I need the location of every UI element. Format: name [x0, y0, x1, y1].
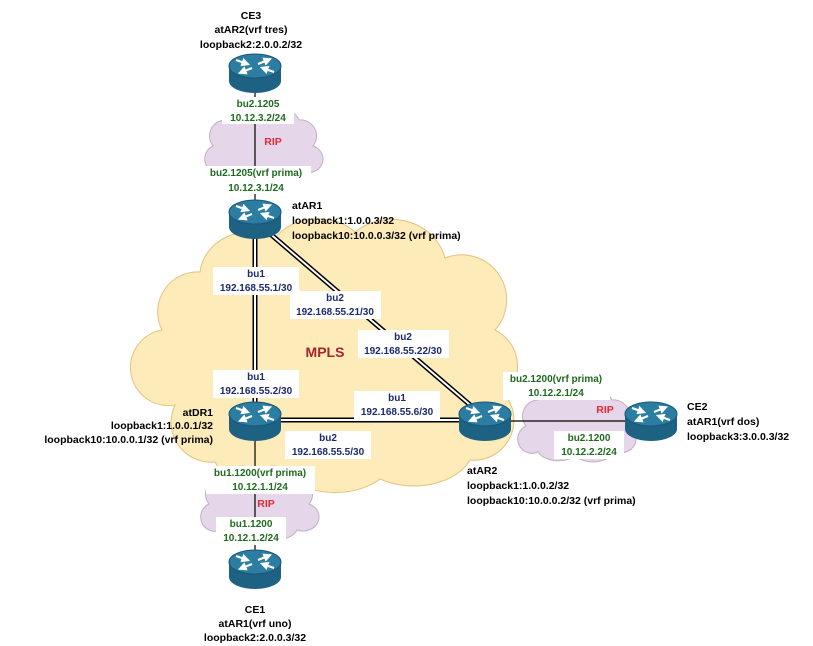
- label-bg: [201, 166, 311, 194]
- atdr1-line: loopback1:1.0.0.1/32: [111, 420, 213, 432]
- atar2-name: atAR2: [467, 465, 498, 477]
- rip-label-ce3: RIP: [264, 136, 282, 148]
- iface-ce1-ip: 10.12.1.2/24: [223, 533, 279, 544]
- atdr1-router-icon: [229, 402, 281, 441]
- iface-ce3-name: bu2.1205: [237, 99, 280, 110]
- link-atar1-atar2: [266, 230, 478, 412]
- iface-atdr1-bu1-name: bu1: [247, 372, 265, 383]
- ce2-line: loopback3:3.0.0.3/32: [687, 431, 789, 443]
- iface-ce1-name: bu1.1200: [230, 519, 273, 530]
- atar1-label: atAR1 loopback1:1.0.0.3/32 loopback10:10…: [292, 200, 461, 242]
- ce3-line: atAR2(vrf tres): [215, 24, 288, 36]
- ce1-line: atAR1(vrf uno): [219, 618, 292, 630]
- iface-atar2-bu1-ip: 192.168.55.6/30: [361, 407, 434, 418]
- iface-atdr1-bu2-name: bu2: [319, 433, 337, 444]
- mpls-label: MPLS: [306, 344, 345, 360]
- ce1-router-icon: [229, 550, 281, 589]
- iface-atdr1-bu2-ip: 192.168.55.5/30: [292, 447, 365, 458]
- ce2-router-icon: [625, 402, 677, 441]
- atar2-line: loopback10:10.0.0.2/32 (vrf prima): [467, 495, 636, 507]
- iface-atar1-bu1-name: bu1: [247, 269, 265, 280]
- label-bg: [222, 97, 294, 124]
- ce3-label: CE3 atAR2(vrf tres) loopback2:2.0.0.2/32: [200, 10, 302, 51]
- label-bg: [206, 466, 315, 494]
- iface-ce3-ip: 10.12.3.2/24: [230, 113, 286, 124]
- iface-ce2-name: bu2.1200: [568, 433, 611, 444]
- atar2-router-icon: [459, 402, 511, 441]
- label-bg: [354, 391, 440, 419]
- ce3-router-icon: [229, 54, 281, 93]
- label-bg: [554, 431, 624, 459]
- label-bg: [358, 330, 449, 358]
- label-bg: [213, 267, 299, 295]
- atar1-line: loopback1:1.0.0.3/32: [292, 215, 394, 227]
- ce2-line: atAR1(vrf dos): [687, 416, 759, 428]
- label-bg: [285, 431, 371, 459]
- iface-atdr1-ce1-ip: 10.12.1.1/24: [232, 482, 288, 493]
- atar2-label: atAR2 loopback1:1.0.0.2/32 loopback10:10…: [467, 465, 636, 507]
- atdr1-line: loopback10:10.0.0.1/32 (vrf prima): [44, 434, 213, 446]
- ce2-name: CE2: [687, 401, 708, 413]
- atar1-line: loopback10:10.0.0.3/32 (vrf prima): [292, 230, 461, 242]
- ce1-line: loopback2:2.0.0.3/32: [204, 632, 306, 644]
- ce3-line: loopback2:2.0.0.2/32: [200, 39, 302, 51]
- iface-atar2-bu2-ip: 192.168.55.22/30: [364, 346, 442, 357]
- atar2-line: loopback1:1.0.0.2/32: [467, 480, 569, 492]
- atar1-name: atAR1: [292, 200, 323, 212]
- ce3-name: CE3: [241, 10, 262, 22]
- iface-atar1-ce3-ip: 10.12.3.1/24: [228, 183, 284, 194]
- label-bg: [503, 372, 610, 400]
- iface-atar1-bu1-ip: 192.168.55.1/30: [220, 283, 293, 294]
- iface-atar2-bu1-name: bu1: [388, 393, 406, 404]
- iface-atdr1-ce1-name: bu1.1200(vrf prima): [214, 468, 306, 479]
- rip-label-ce2: RIP: [596, 404, 614, 416]
- iface-atar2-ce2-name: bu2.1200(vrf prima): [510, 374, 602, 385]
- atar1-router-icon: [229, 200, 281, 239]
- iface-atar1-bu2-ip: 192.168.55.21/30: [296, 307, 374, 318]
- ce1-name: CE1: [245, 604, 266, 616]
- ce2-label: CE2 atAR1(vrf dos) loopback3:3.0.0.3/32: [687, 401, 789, 443]
- iface-atdr1-bu1-ip: 192.168.55.2/30: [220, 386, 293, 397]
- iface-atar1-bu2-name: bu2: [326, 293, 344, 304]
- iface-atar1-ce3-name: bu2.1205(vrf prima): [210, 168, 302, 179]
- label-bg: [216, 517, 286, 545]
- label-bg: [213, 370, 299, 398]
- label-bg: [290, 291, 381, 319]
- rip-label-ce1: RIP: [257, 498, 275, 510]
- atdr1-name: atDR1: [183, 407, 214, 419]
- iface-ce2-ip: 10.12.2.2/24: [561, 447, 617, 458]
- atdr1-label: atDR1 loopback1:1.0.0.1/32 loopback10:10…: [44, 407, 213, 446]
- iface-atar2-bu2-name: bu2: [394, 332, 412, 343]
- ce1-label: CE1 atAR1(vrf uno) loopback2:2.0.0.3/32: [204, 604, 306, 644]
- iface-atar2-ce2-ip: 10.12.2.1/24: [528, 388, 584, 399]
